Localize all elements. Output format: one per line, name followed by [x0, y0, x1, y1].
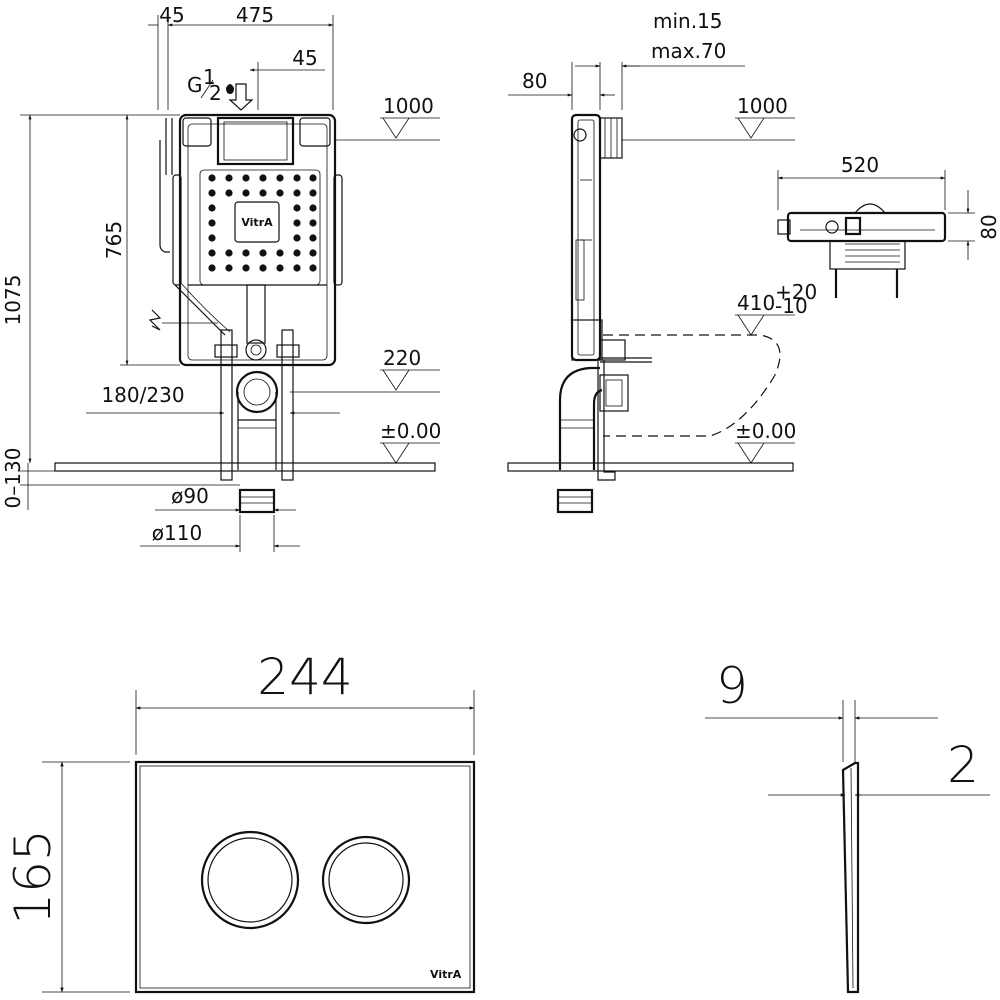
plate-logo: VitrA [430, 968, 462, 981]
grid-dot [293, 264, 301, 272]
floor-slab-side [507, 462, 794, 472]
grid-dot [276, 174, 284, 182]
dim-max70: max.70 [651, 39, 726, 63]
svg-text:-10: -10 [775, 294, 808, 318]
plate-profile [841, 761, 860, 994]
dim-165: 165 [4, 829, 62, 924]
grid-dot [242, 174, 250, 182]
dim-80-top: 80 [977, 214, 1000, 239]
grid-dot [259, 174, 267, 182]
level-220-front: 220 [290, 346, 440, 393]
side-view: 80 min.15 max.70 1000 410 +20 -10 ±0.00 [507, 9, 817, 514]
flush-plate [134, 760, 476, 994]
dim-45-left: 45 [159, 3, 184, 27]
dim-d110: ø110 [152, 521, 202, 545]
grid-dot [225, 174, 233, 182]
dim-1075: 1075 [1, 275, 25, 326]
grid-dot [293, 204, 301, 212]
grid-dot [242, 189, 250, 197]
grid-dot [242, 264, 250, 272]
dim-765: 765 [102, 221, 126, 259]
grid-dot [309, 234, 317, 242]
grid-dot [225, 264, 233, 272]
grid-dot [293, 234, 301, 242]
wc-pan-outline [603, 334, 781, 437]
dim-45-right: 45 [292, 46, 317, 70]
dim-475: 475 [236, 3, 274, 27]
cistern-opening [216, 116, 295, 166]
grid-dot [208, 249, 216, 257]
label-g-half: G [187, 73, 203, 97]
svg-text:±0.00: ±0.00 [380, 419, 441, 443]
svg-text:1000: 1000 [383, 94, 434, 118]
full-flush-button [200, 830, 300, 930]
pan-connector [235, 370, 279, 414]
svg-text:1: 1 [203, 65, 216, 89]
svg-text:2: 2 [209, 81, 222, 105]
grid-dot [293, 219, 301, 227]
level-410-side: 410 +20 -10 [735, 280, 817, 336]
grid-dot [276, 249, 284, 257]
dot-grid [208, 174, 317, 272]
svg-text:+20: +20 [775, 280, 817, 304]
frame-logo: VitrA [241, 216, 273, 229]
grid-dot [309, 174, 317, 182]
top-view: 520 80 [777, 153, 1000, 298]
frame-logo-box [234, 201, 280, 243]
half-flush-button [321, 835, 411, 925]
front-view: VitrA [1, 3, 441, 552]
grid-dot [259, 264, 267, 272]
grid-dot [225, 189, 233, 197]
grid-dot [242, 249, 250, 257]
grid-dot [309, 219, 317, 227]
grid-dot [208, 204, 216, 212]
grid-dot [309, 189, 317, 197]
svg-text:±0.00: ±0.00 [735, 419, 796, 443]
dim-0-130: 0–130 [1, 448, 25, 509]
floor-slab [54, 462, 436, 472]
level-1000-side: 1000 [622, 94, 795, 141]
grid-dot [225, 249, 233, 257]
grid-dot [293, 189, 301, 197]
grid-dot [276, 189, 284, 197]
dim-80-side: 80 [522, 69, 547, 93]
flush-plate-side: 9 2 [705, 657, 990, 994]
grid-dot [293, 174, 301, 182]
grid-dot [309, 249, 317, 257]
level-000-side: ±0.00 [735, 419, 796, 464]
cistern-body [178, 113, 337, 367]
level-000-front: ±0.00 [380, 419, 441, 464]
dim-180-230: 180/230 [101, 383, 184, 407]
grid-dot [259, 189, 267, 197]
grid-dot [276, 264, 284, 272]
dim-244: 244 [257, 648, 352, 706]
dim-min15: min.15 [653, 9, 723, 33]
svg-text:1000: 1000 [737, 94, 788, 118]
grid-dot [309, 204, 317, 212]
grid-dot [259, 249, 267, 257]
dim-2: 2 [947, 736, 979, 794]
flush-plate-front: VitrA 244 165 [4, 648, 476, 994]
grid-dot [309, 264, 317, 272]
grid-dot [208, 219, 216, 227]
svg-text:410: 410 [737, 291, 775, 315]
left-leg [220, 329, 233, 481]
grid-dot [208, 189, 216, 197]
dim-520: 520 [841, 153, 879, 177]
grid-dot [208, 174, 216, 182]
grid-dot [208, 234, 216, 242]
dim-9: 9 [716, 657, 748, 715]
right-leg [281, 329, 294, 481]
svg-text:220: 220 [383, 346, 421, 370]
grid-dot [208, 264, 216, 272]
grid-dot [293, 249, 301, 257]
dim-d90: ø90 [171, 484, 209, 508]
level-1000-front: 1000 [335, 94, 440, 141]
